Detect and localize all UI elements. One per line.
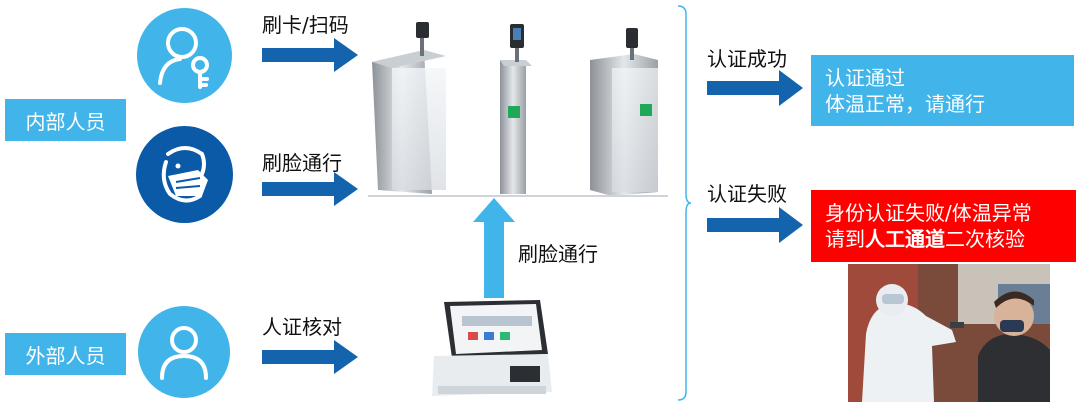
key-person-icon [137, 8, 232, 103]
turnstile-gates-image [368, 22, 668, 197]
fail-line-2-prefix: 请到 [825, 227, 865, 251]
internal-staff-label: 内部人员 [5, 99, 126, 141]
face-pass-label-top: 刷脸通行 [262, 151, 342, 175]
manual-lane-text: 人工通道 [865, 227, 945, 251]
id-verify-label: 人证核对 [262, 315, 342, 339]
auth-success-label: 认证成功 [707, 47, 787, 71]
card-scan-label: 刷卡/扫码 [262, 13, 349, 37]
temperature-check-photo [848, 264, 1050, 402]
arrow-right-icon [707, 207, 803, 243]
fail-line-2-suffix: 二次核验 [945, 227, 1025, 251]
fail-line-2: 请到人工通道二次核验 [825, 226, 1066, 252]
success-message-box: 认证通过 体温正常，请通行 [811, 55, 1074, 126]
bracket-divider [677, 5, 692, 401]
arrow-right-icon [262, 172, 358, 206]
auth-fail-label: 认证失败 [707, 182, 787, 206]
fail-line-1: 身份认证失败/体温异常 [825, 201, 1032, 225]
id-verify-kiosk-image [432, 300, 552, 396]
masked-face-icon [136, 126, 233, 223]
success-line-2: 体温正常，请通行 [825, 92, 985, 116]
arrow-right-icon [707, 70, 803, 106]
face-pass-label-bottom: 刷脸通行 [518, 242, 598, 266]
arrow-up-icon [473, 198, 515, 298]
arrow-right-icon [262, 340, 358, 374]
external-staff-label: 外部人员 [5, 333, 126, 375]
success-line-1: 认证通过 [825, 66, 905, 90]
arrow-right-icon [262, 38, 358, 72]
person-icon [138, 306, 230, 398]
fail-message-box: 身份认证失败/体温异常 请到人工通道二次核验 [811, 190, 1076, 262]
